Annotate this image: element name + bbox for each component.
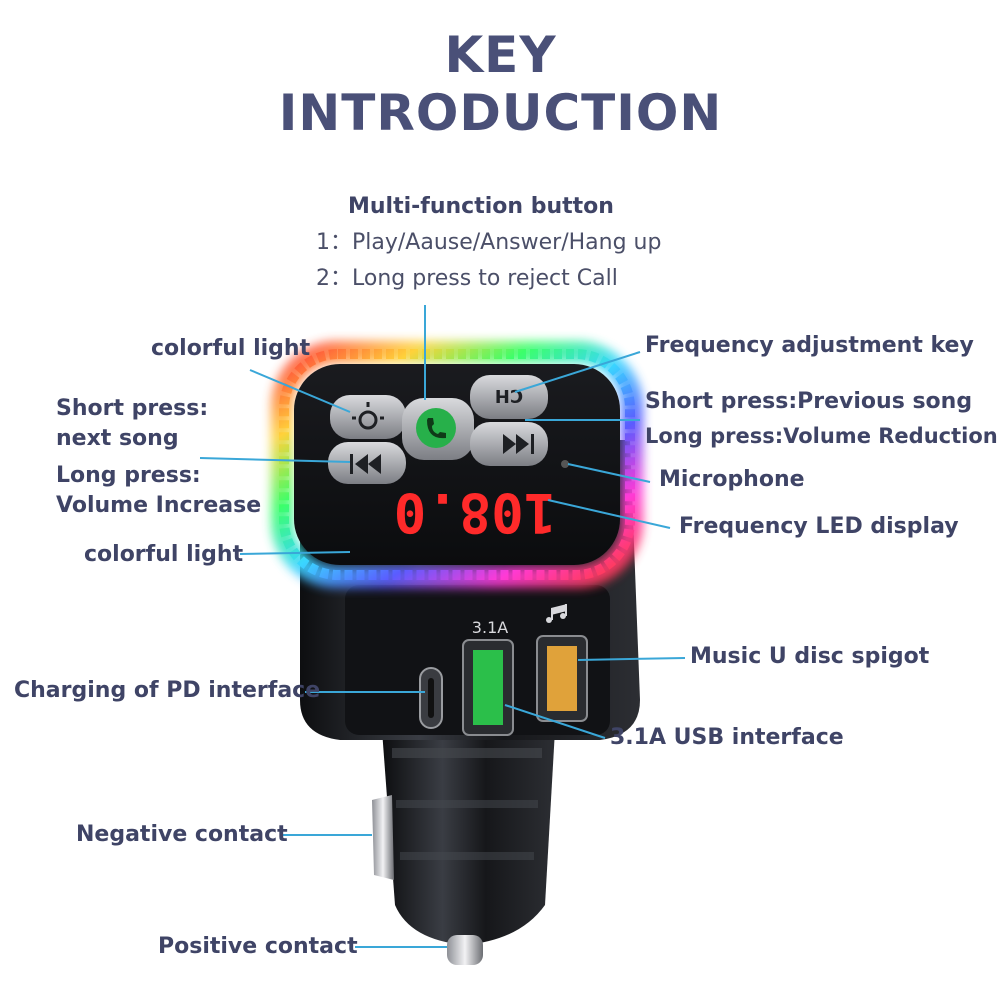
long-press-vol-down-label: Long press:Volume Reduction (645, 424, 998, 448)
negative-contact (372, 795, 394, 880)
positive-contact-label: Positive contact (158, 934, 358, 959)
frequency-adjustment-key[interactable]: CH (470, 375, 548, 419)
previous-track-icon (503, 434, 534, 454)
charging-pd-label: Charging of PD interface (14, 678, 321, 703)
frequency-adjustment-label: Frequency adjustment key (645, 333, 974, 358)
multi-function-title: Multi-function button (348, 194, 614, 219)
colorful-light-side-label: colorful light (84, 542, 244, 567)
usb-port-label: 3.1A (472, 618, 508, 637)
title-line-2: INTRODUCTION (278, 84, 723, 142)
leader-music-port (577, 657, 686, 661)
previous-song-button[interactable] (470, 422, 548, 466)
usb-31a-label: 3.1A USB interface (610, 725, 844, 750)
light-bulb-icon (352, 402, 384, 430)
usb-31a-port: 3.1A (462, 618, 514, 736)
leader-frequency-key (514, 351, 641, 393)
music-usb-port (536, 604, 588, 722)
music-u-disc-label: Music U disc spigot (690, 644, 930, 669)
next-track-icon (350, 454, 381, 474)
multi-function-desc-2: 2：Long press to reject Call (316, 266, 618, 291)
short-press-previous-label: Short press:Previous song (645, 389, 973, 414)
microphone-hole (561, 460, 569, 468)
colorful-light-button[interactable] (330, 395, 406, 439)
ch-key-label: CH (495, 385, 523, 406)
positive-contact (447, 935, 483, 965)
colorful-light-top-label: colorful light (151, 336, 311, 361)
leader-next-song (199, 457, 351, 463)
negative-contact-label: Negative contact (76, 822, 288, 847)
colorful-light-ring (271, 341, 643, 588)
leader-microphone (567, 463, 651, 483)
frequency-led-display: 108.0 (394, 481, 557, 544)
next-song-button[interactable] (328, 442, 406, 484)
leader-led-display (547, 499, 671, 529)
phone-icon (427, 418, 446, 439)
microphone-label: Microphone (659, 467, 805, 492)
leader-lines (199, 305, 686, 948)
leader-colorful-light-top (249, 369, 351, 413)
leader-usb-port (504, 704, 606, 739)
title-line-1: KEY (444, 26, 557, 84)
short-press-next-label-1: Short press: (56, 396, 209, 421)
multi-function-button[interactable] (402, 398, 474, 460)
long-press-vol-up-label-2: Volume Increase (56, 493, 262, 518)
frequency-led-display-label: Frequency LED display (679, 514, 959, 539)
music-note-icon (546, 604, 567, 623)
long-press-vol-up-label-1: Long press: (56, 463, 201, 488)
usb-c-port (419, 667, 443, 729)
multi-function-desc-1: 1：Play/Aause/Answer/Hang up (316, 230, 662, 255)
leader-colorful-light-side (239, 551, 351, 555)
led-display-value: 108.0 (394, 481, 557, 544)
plug-shaft (382, 730, 555, 945)
short-press-next-label-2: next song (56, 426, 179, 451)
